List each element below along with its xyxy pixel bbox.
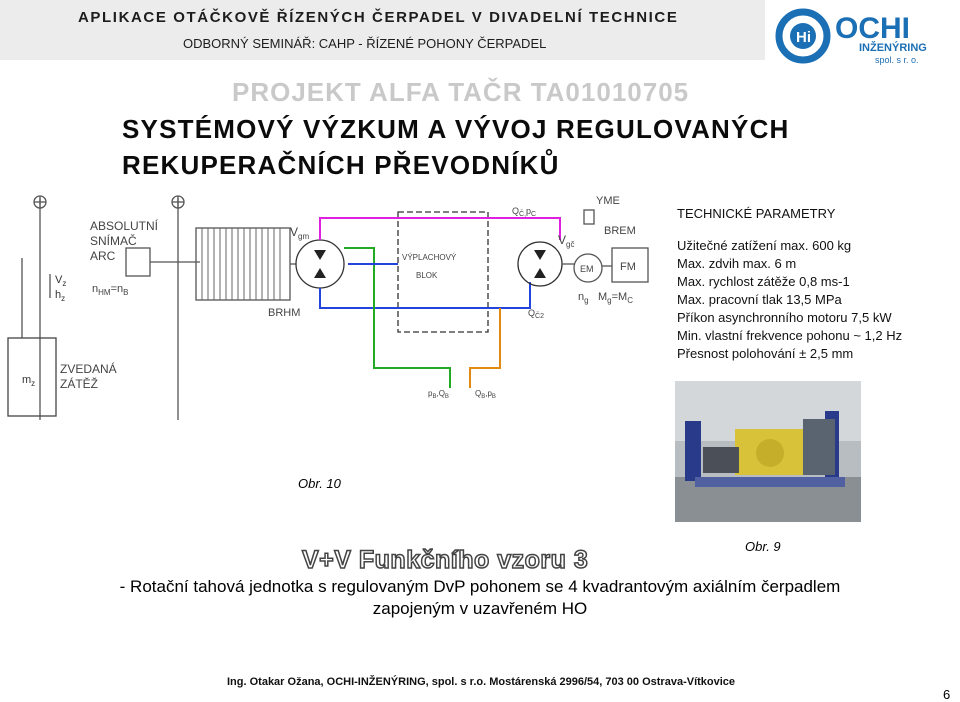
svg-text:pB,QB: pB,QB	[428, 389, 449, 400]
encoder-label-3: ARC	[90, 249, 116, 263]
params-heading: TECHNICKÉ PARAMETRY	[677, 205, 902, 223]
param-item: Min. vlastní frekvence pohonu ~ 1,2 Hz	[677, 327, 902, 345]
logo-sub1: INŽENÝRING	[859, 41, 927, 54]
svg-text:QČ,pC: QČ,pC	[512, 206, 536, 218]
load-label-2: ZÁTĚŽ	[60, 376, 98, 391]
svg-text:QB,pB: QB,pB	[475, 389, 496, 400]
encoder-label-1: ABSOLUTNÍ	[90, 218, 159, 233]
project-banner: PROJEKT ALFA TAČR TA01010705	[232, 77, 689, 108]
svg-text:Mg=MC: Mg=MC	[598, 291, 633, 305]
title-line-1: SYSTÉMOVÝ VÝZKUM A VÝVOJ REGULOVANÝCH	[122, 111, 790, 147]
technical-parameters: TECHNICKÉ PARAMETRY Užitečné zatížení ma…	[677, 205, 902, 363]
header-subtitle: ODBORNÝ SEMINÁŘ: CAHP - ŘÍZENÉ POHONY ČE…	[183, 36, 546, 51]
param-item: Příkon asynchronního motoru 7,5 kW	[677, 309, 902, 327]
svg-text:BLOK: BLOK	[416, 271, 438, 280]
title-line-2: REKUPERAČNÍCH PŘEVODNÍKŮ	[122, 147, 790, 183]
param-item: Max. rychlost zátěže 0,8 ms-1	[677, 273, 902, 291]
footer: Ing. Otakar Ožana, OCHI-INŽENÝRING, spol…	[227, 676, 735, 688]
description-line-1: - Rotační tahová jednotka s regulovaným …	[0, 576, 960, 598]
svg-text:Vz: Vz	[55, 274, 66, 288]
logo-name: OCHI	[835, 12, 910, 45]
header-title: APLIKACE OTÁČKOVĚ ŘÍZENÝCH ČERPADEL V DI…	[78, 9, 678, 26]
param-item: Přesnost polohování ± 2,5 mm	[677, 345, 902, 363]
caption-obr10: Obr. 10	[298, 476, 341, 491]
description-line-2: zapojeným v uzavřeném HO	[0, 598, 960, 620]
svg-text:nHM=nB: nHM=nB	[92, 283, 128, 297]
brhm-label: BRHM	[268, 307, 300, 319]
logo-sub2: spol. s r. o.	[875, 55, 919, 65]
description: - Rotační tahová jednotka s regulovaným …	[0, 576, 960, 620]
svg-text:Vgč: Vgč	[558, 233, 574, 249]
param-item: Max. pracovní tlak 13,5 MPa	[677, 291, 902, 309]
page-title: SYSTÉMOVÝ VÝZKUM A VÝVOJ REGULOVANÝCH RE…	[122, 111, 790, 183]
param-item: Užitečné zatížení max. 600 kg	[677, 237, 902, 255]
machine-photo	[675, 381, 861, 522]
svg-text:EM: EM	[580, 264, 594, 274]
svg-text:YME: YME	[596, 195, 620, 207]
svg-text:ng: ng	[578, 291, 589, 305]
svg-text:FM: FM	[620, 261, 636, 273]
svg-text:mz: mz	[22, 374, 35, 388]
svg-text:BREM: BREM	[604, 225, 636, 237]
encoder-label-2: SNÍMAČ	[90, 233, 137, 248]
svg-text:QČ2: QČ2	[528, 308, 544, 320]
header-bar: APLIKACE OTÁČKOVĚ ŘÍZENÝCH ČERPADEL V DI…	[0, 0, 765, 60]
ochi-logo: Hi OCHI INŽENÝRING spol. s r. o.	[775, 6, 955, 66]
param-item: Max. zdvih max. 6 m	[677, 255, 902, 273]
load-mass-label: m	[22, 374, 31, 386]
svg-text:Vgm: Vgm	[290, 225, 309, 241]
svg-text:VÝPLACHOVÝ: VÝPLACHOVÝ	[402, 253, 457, 262]
page-number: 6	[943, 687, 950, 702]
svg-text:Hi: Hi	[796, 29, 811, 46]
load-label-1: ZVEDANÁ	[60, 361, 117, 376]
svg-text:hz: hz	[55, 289, 65, 303]
hydraulic-diagram: mz Vz hz ABSOLUTNÍ SNÍMAČ ARC nHM=nB ZVE…	[0, 188, 672, 420]
caption-obr9: Obr. 9	[745, 539, 781, 554]
highlight-heading: V+V Funkčního vzoru 3	[302, 546, 588, 575]
